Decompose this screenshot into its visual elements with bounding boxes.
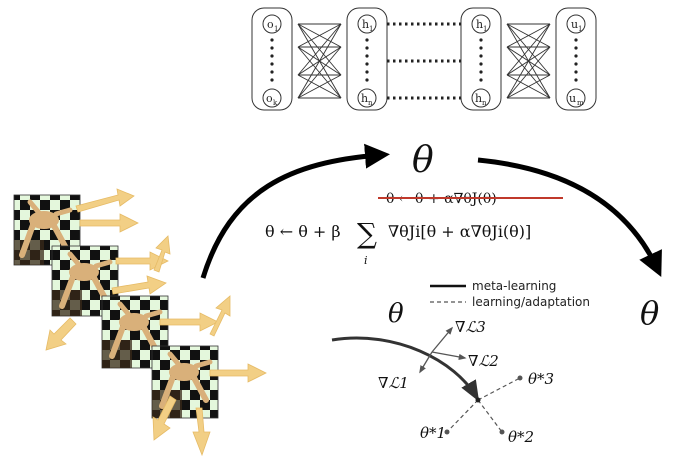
optimum-2-point — [499, 429, 505, 435]
task-arrow — [209, 363, 267, 383]
node-o-bottom: h o k — [262, 88, 282, 108]
svg-text:θ ← θ + β: θ ← θ + β — [265, 222, 341, 241]
hidden-dotted-links — [387, 22, 461, 100]
task-image-2 — [51, 245, 119, 317]
grad-arrow-2 — [431, 351, 467, 360]
svg-text:1: 1 — [274, 25, 278, 33]
svg-text:∇θJi[θ + α∇θJi(θ)]: ∇θJi[θ + α∇θJi(θ)] — [388, 222, 531, 241]
svg-text:meta-learning: meta-learning — [472, 279, 556, 293]
theta-small: θ — [388, 299, 404, 329]
task-direction-arrows — [45, 188, 267, 457]
task-arrow — [111, 275, 167, 295]
node-h1-bottom: h n — [357, 88, 377, 108]
task-arrow — [79, 213, 139, 233]
meta-learning-path — [331, 336, 480, 402]
maml-optimization-diagram: θ ∇ℒ3 ∇ℒ2 ∇ℒ1 θ*3 θ*2 θ*1 — [331, 299, 554, 446]
node-h2-bottom: h n — [471, 88, 491, 108]
adapt-line-1 — [446, 399, 479, 433]
svg-text:n: n — [368, 99, 373, 107]
optimum-3-label: θ*3 — [528, 370, 554, 388]
svg-text:1: 1 — [578, 25, 582, 33]
svg-text:n: n — [482, 99, 487, 107]
optimum-2-label: θ*2 — [508, 428, 534, 446]
grad-arrow-3 — [431, 326, 453, 353]
svg-text:o: o — [267, 18, 274, 31]
optimum-1-label: θ*1 — [420, 424, 446, 442]
svg-text:1: 1 — [369, 25, 373, 33]
node-u-top: u 1 — [566, 14, 586, 34]
hidden-layer-2-box — [460, 7, 502, 111]
theta-top: θ — [412, 140, 434, 181]
svg-text:h: h — [475, 92, 482, 105]
task-arrow — [209, 295, 231, 337]
legend: meta-learning learning/adaptation — [430, 279, 590, 309]
grad-label-3: ∇ℒ3 — [455, 318, 486, 336]
adapt-line-3 — [477, 377, 521, 401]
svg-text:h: h — [362, 18, 369, 31]
sum-symbol: ∑ — [357, 217, 377, 250]
task-image-1 — [13, 194, 81, 266]
grad-label-1: ∇ℒ1 — [378, 374, 409, 392]
node-u-bottom: u m — [566, 88, 586, 108]
svg-text:o: o — [266, 92, 273, 105]
svg-text:h: h — [476, 18, 483, 31]
svg-text:u: u — [569, 92, 576, 105]
task-arrow — [152, 395, 177, 441]
adapt-line-2 — [477, 399, 503, 433]
task-image-3 — [101, 295, 169, 369]
task-arrow — [75, 188, 135, 213]
optimum-3-point — [517, 375, 523, 381]
neural-network: o 1 h o k h 1 h n h 1 h n — [251, 7, 597, 111]
node-h2-top: h 1 — [471, 14, 491, 34]
arc-arrow-up — [200, 143, 390, 279]
svg-text:m: m — [577, 99, 584, 107]
node-h1-top: h 1 — [357, 14, 377, 34]
struck-update-rule: θ ← θ + α∇θJ(θ) — [378, 191, 563, 207]
svg-text:i: i — [364, 254, 368, 267]
arc-arrow-down — [477, 157, 662, 278]
node-o-top: o 1 — [262, 14, 282, 34]
svg-text:learning/adaptation: learning/adaptation — [472, 295, 590, 309]
meta-update-rule: θ ← θ + β ∑ i ∇θJi[θ + α∇θJi(θ)] — [265, 217, 531, 267]
svg-text:1: 1 — [483, 25, 487, 33]
input-layer-box — [251, 7, 293, 111]
output-layer-box — [555, 7, 597, 111]
task-image-4 — [151, 345, 219, 419]
theta-right: θ — [640, 294, 659, 332]
task-arrow — [45, 317, 77, 351]
svg-text:h: h — [361, 92, 368, 105]
grad-label-2: ∇ℒ2 — [468, 352, 499, 370]
dense-connections-left — [297, 23, 342, 99]
optimum-1-point — [444, 429, 450, 435]
grad-arrow-1 — [419, 351, 433, 374]
svg-text:k: k — [273, 99, 278, 107]
dense-connections-right — [506, 23, 551, 99]
task-arrow — [159, 312, 219, 332]
meta-point — [475, 397, 481, 403]
task-arrow — [192, 407, 211, 457]
task-image-stack — [13, 188, 267, 457]
hidden-layer-1-box — [346, 7, 388, 111]
svg-text:u: u — [571, 18, 578, 31]
column-ellipsis — [270, 38, 578, 82]
task-arrow — [153, 235, 171, 273]
